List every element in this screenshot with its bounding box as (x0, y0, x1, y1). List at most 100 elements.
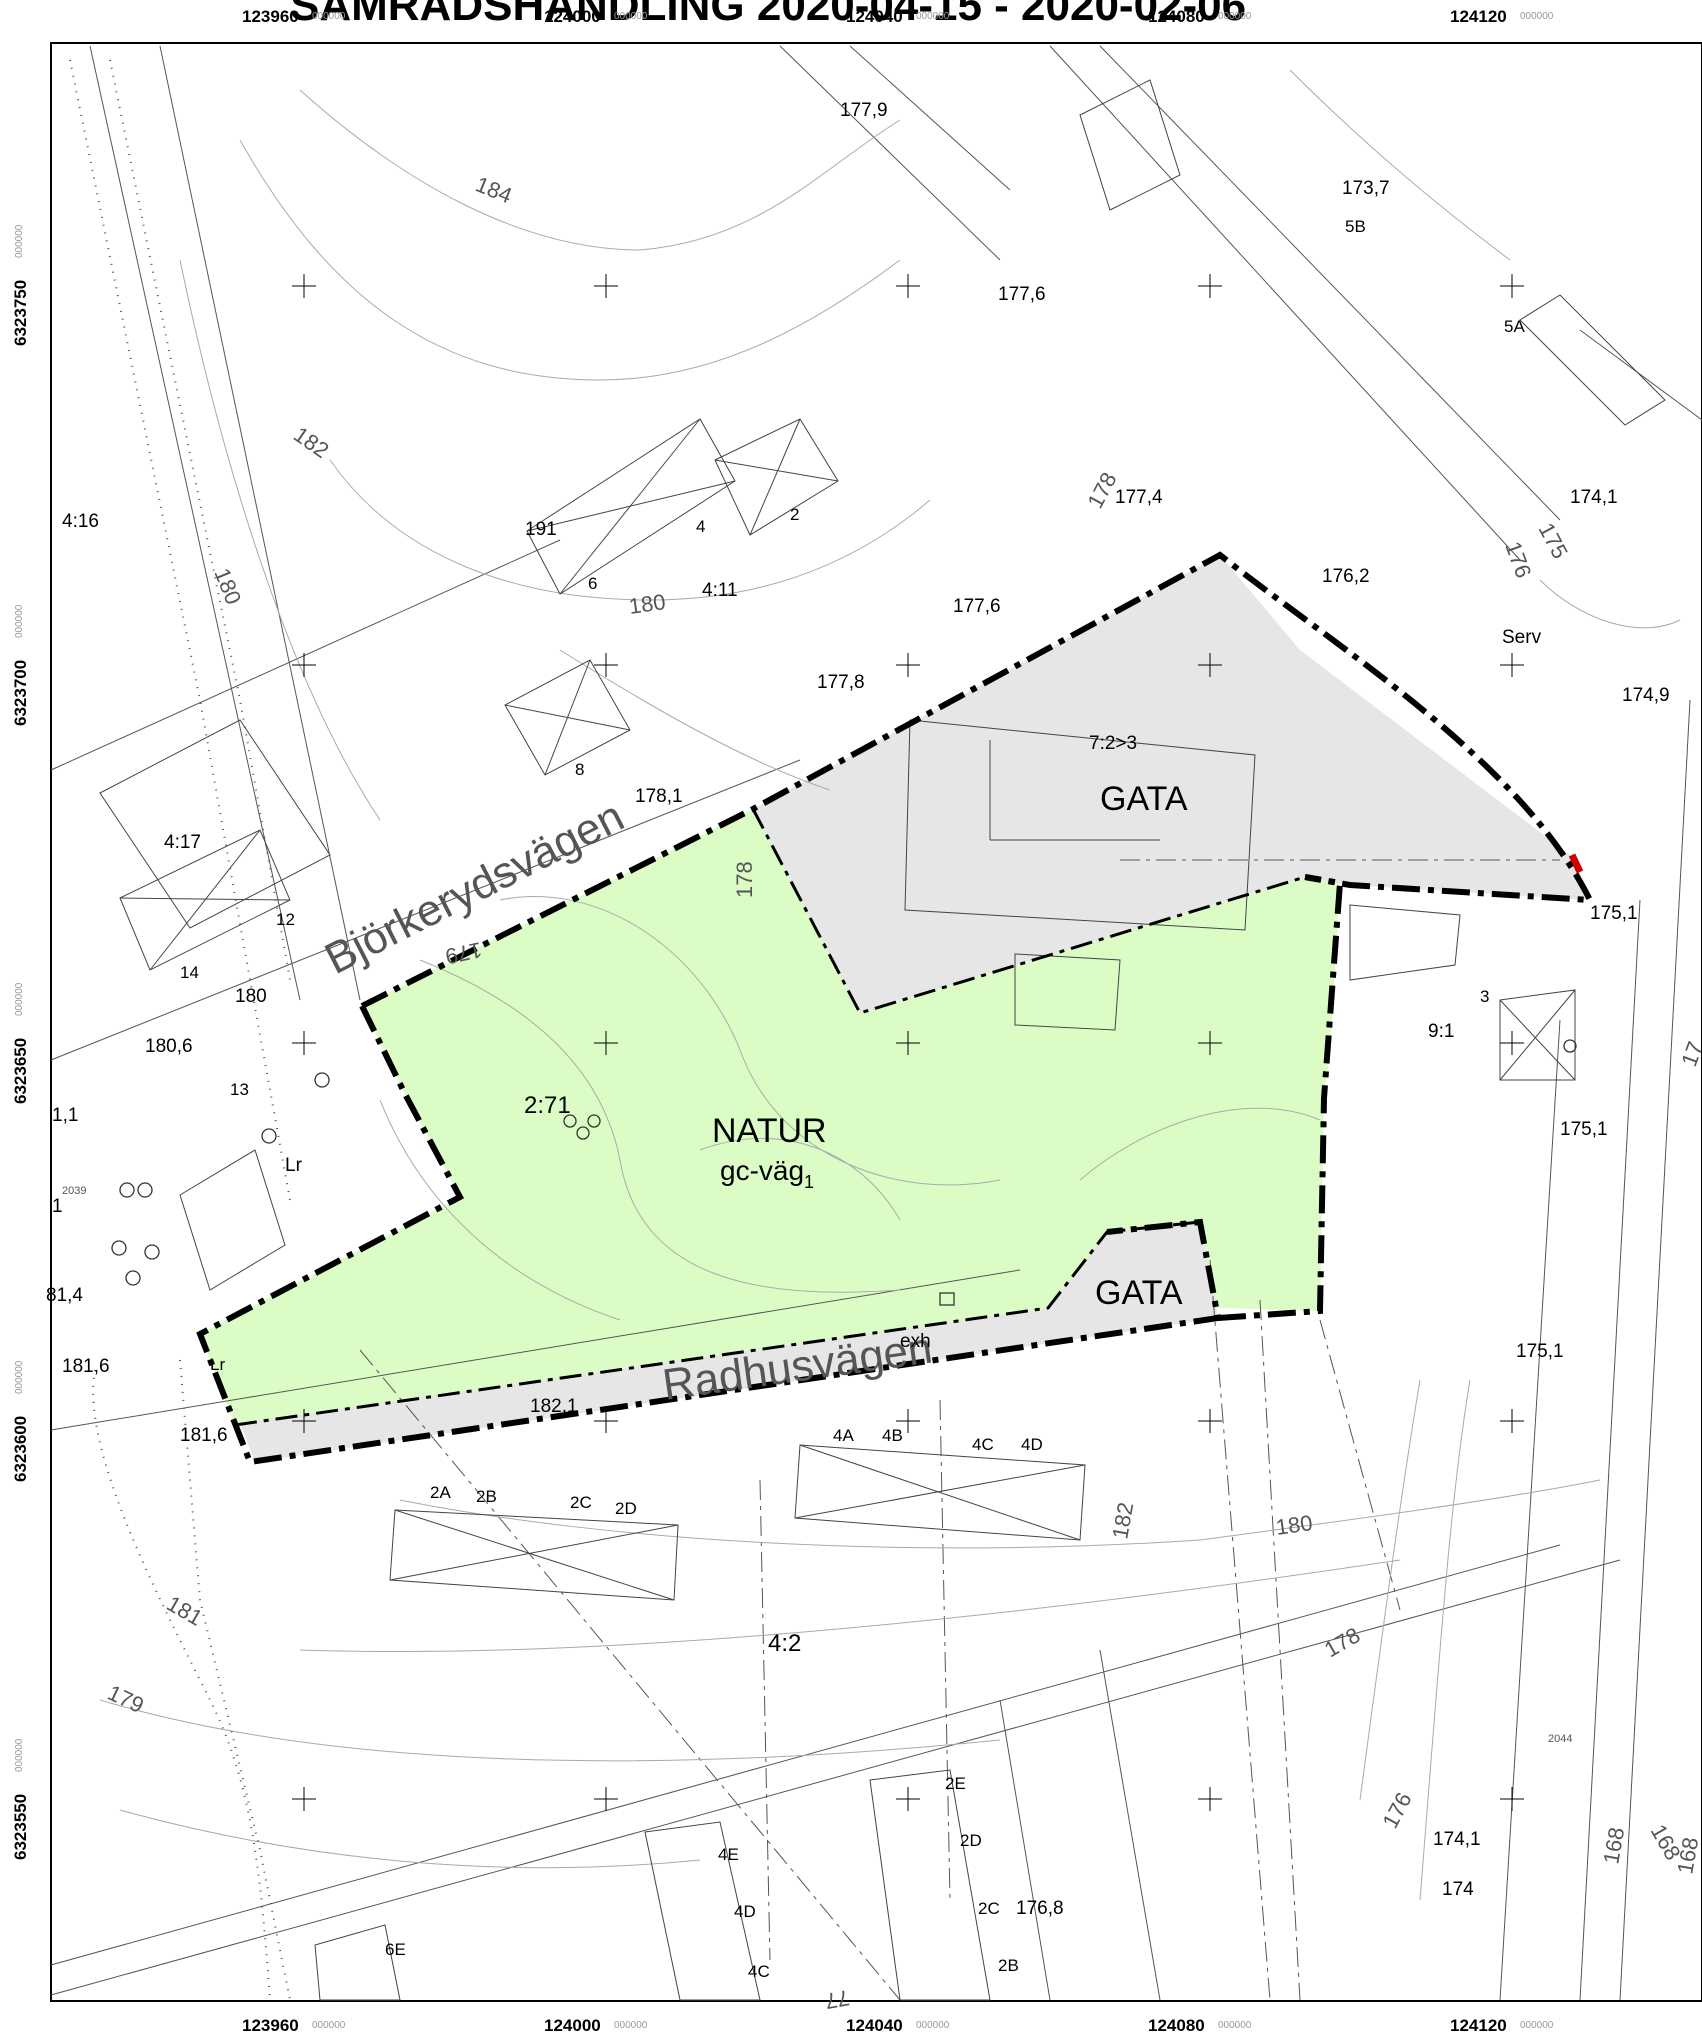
label-2b-b: 2B (998, 1956, 1019, 1975)
label-4-11: 4:11 (702, 580, 738, 601)
label-1: 1 (52, 1196, 63, 1217)
y-coordinates-left: 6323750 000000 6323700 000000 6323650 00… (11, 224, 30, 1860)
label-4e: 4E (718, 1845, 739, 1864)
x-tick-bottom-2: 124000 (544, 2016, 601, 2035)
x-tick-top-1-sub: 000000 (312, 11, 346, 22)
label-8: 8 (575, 760, 584, 779)
natur-zone-sublabel: gc-väg1 (720, 1155, 814, 1192)
x-tick-bottom-1-sub: 000000 (312, 2020, 346, 2031)
label-2b: 2B (476, 1487, 497, 1506)
y-tick-4: 6323600 (11, 1416, 30, 1482)
y-tick-3: 6323650 (11, 1038, 30, 1104)
contour-lines (99, 69, 1681, 1901)
label-14: 14 (180, 963, 199, 982)
label-177-9: 177,9 (840, 100, 888, 121)
footpath-dots (69, 59, 291, 2001)
label-174-9: 174,9 (1622, 685, 1670, 706)
label-174-1a: 174,1 (1570, 487, 1618, 508)
y-tick-5-sub: 000000 (14, 1738, 25, 1772)
label-181-6b: 181,6 (180, 1425, 228, 1446)
tree-symbols (111, 1039, 1577, 1306)
boundary-red-mark (1568, 853, 1584, 874)
x-coordinates-bottom: 123960 000000 124000 000000 124040 00000… (242, 2016, 1554, 2035)
x-tick-top-2-sub: 000000 (614, 11, 648, 22)
contour-180b: 180 (627, 589, 667, 619)
label-173-7: 173,7 (1342, 178, 1390, 199)
label-81-4: 81,4 (46, 1285, 83, 1306)
label-180-6: 180,6 (145, 1036, 193, 1057)
contour-168c: 168 (1672, 1835, 1702, 1876)
label-175-1c: 175,1 (1516, 1341, 1564, 1362)
y-tick-5: 6323550 (11, 1794, 30, 1860)
gata-zone-north (753, 555, 1590, 1013)
label-13: 13 (230, 1080, 249, 1099)
y-tick-1-sub: 000000 (14, 224, 25, 258)
map-title: SAMRÅDSHANDLING 2020-04-15 - 2020-02-06 (290, 0, 1246, 30)
label-lr-b: Lr (210, 1355, 225, 1374)
y-tick-1: 6323750 (11, 280, 30, 346)
label-2: 2 (790, 505, 799, 524)
label-181-6a: 181,6 (62, 1356, 110, 1377)
label-5a: 5A (1504, 317, 1525, 336)
x-tick-top-1: 123960 (242, 7, 299, 26)
label-175-1b: 175,1 (1560, 1119, 1608, 1140)
label-6e: 6E (385, 1940, 406, 1959)
label-178-1: 178,1 (635, 786, 683, 807)
x-tick-bottom-4: 124080 (1148, 2016, 1205, 2035)
label-176-2: 176,2 (1322, 566, 1370, 587)
label-4c: 4C (972, 1435, 994, 1454)
label-2d-b: 2D (960, 1831, 982, 1850)
label-4d: 4D (1021, 1435, 1043, 1454)
natur-zone-label: NATUR (712, 1112, 827, 1150)
gata-zone-south (240, 1222, 1218, 1462)
x-tick-bottom-5-sub: 000000 (1520, 2020, 1554, 2031)
label-serv: Serv (1502, 627, 1542, 648)
label-3: 3 (1480, 987, 1489, 1006)
y-tick-4-sub: 000000 (14, 1360, 25, 1394)
label-4c-b: 4C (748, 1962, 770, 1981)
grid-crosses (292, 274, 1524, 1811)
label-2c-b: 2C (978, 1899, 1000, 1918)
label-2d: 2D (615, 1499, 637, 1518)
x-tick-top-3: 124040 (846, 7, 903, 26)
property-lines (50, 45, 1702, 2001)
label-2044: 2044 (1548, 1733, 1572, 1745)
label-2a: 2A (430, 1483, 451, 1502)
contour-178b: 178 (732, 861, 757, 898)
x-coordinates-top: 123960 000000 124000 000000 124040 00000… (242, 7, 1554, 26)
label-exh: exh (900, 1331, 931, 1352)
label-176-8: 176,8 (1016, 1898, 1064, 1919)
label-4d-b: 4D (734, 1902, 756, 1921)
gata-south-label: GATA (1095, 1274, 1183, 1312)
label-4-16: 4:16 (62, 511, 99, 532)
label-4b: 4B (882, 1426, 903, 1445)
label-175-1a: 175,1 (1590, 903, 1638, 924)
label-6: 6 (588, 574, 597, 593)
label-7-2-3: 7:2>3 (1089, 733, 1137, 754)
x-tick-top-4-sub: 000000 (1218, 11, 1252, 22)
label-2e-b: 2E (945, 1774, 966, 1793)
y-tick-3-sub: 000000 (14, 982, 25, 1016)
label-4-17: 4:17 (164, 832, 201, 853)
label-2-71: 2:71 (524, 1092, 571, 1119)
x-tick-top-5: 124120 (1450, 7, 1507, 26)
label-177-6b: 177,6 (953, 596, 1001, 617)
label-177-6a: 177,6 (998, 284, 1046, 305)
x-tick-bottom-3-sub: 000000 (916, 2020, 950, 2031)
label-2c: 2C (570, 1493, 592, 1512)
label-182-1: 182,1 (530, 1396, 578, 1417)
label-5b: 5B (1345, 217, 1366, 236)
label-4-2: 4:2 (768, 1630, 801, 1657)
x-tick-bottom-3: 124040 (846, 2016, 903, 2035)
x-tick-bottom-4-sub: 000000 (1218, 2020, 1252, 2031)
label-4: 4 (696, 517, 705, 536)
label-177-8: 177,8 (817, 672, 865, 693)
buildings (99, 79, 1666, 2001)
label-174-1b: 174,1 (1433, 1829, 1481, 1850)
label-1-1: 1,1 (52, 1105, 78, 1126)
gata-north-label: GATA (1100, 780, 1188, 818)
natur-zone (200, 809, 1340, 1425)
x-tick-bottom-2-sub: 000000 (614, 2020, 648, 2031)
x-tick-top-3-sub: 000000 (916, 11, 950, 22)
natur-zone-sublabel-text: gc-väg (720, 1155, 804, 1186)
